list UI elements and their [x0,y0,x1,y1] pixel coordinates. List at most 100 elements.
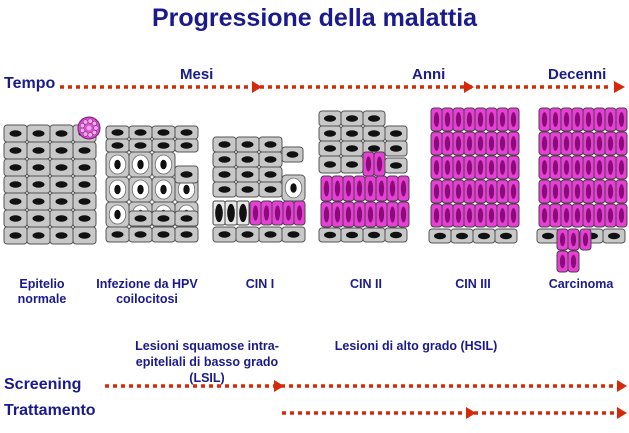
time-axis-label: Tempo [4,75,55,93]
carcinoma-cell-r4-c6-nucleus [608,208,613,223]
cin3-basal-cell-r0-c0-nucleus [434,233,446,239]
carcinoma-cell-r0-c1-nucleus [553,112,558,127]
cin3-lesion-r3-c6-nucleus [500,184,505,199]
carcinoma-cell-r2-c5-nucleus [597,160,602,175]
cin3-lesion-r0-c4-nucleus [478,112,483,127]
carcinoma-cell-r3-c5-nucleus [597,184,602,199]
normal-cell-r0-c0-nucleus [10,130,22,136]
cin3-lesion-r1-c3-nucleus [467,136,472,151]
cin2-lesion-r0-c3-nucleus [357,181,362,197]
hpv-basal-cell-r0-c1-nucleus [135,231,147,237]
time-arrow-head-2 [464,81,474,93]
cin2-top-cell-r2-c0-nucleus [324,145,336,151]
hpv-top-cell-r0-c1-nucleus [135,129,147,135]
cin2-top-cell-r0-c1-nucleus [346,115,358,121]
cin3-lesion-r3-c0-nucleus [434,184,439,199]
hpv-basal-cell-r0-c3-nucleus [181,231,193,237]
cin3-lesion-r2-c5-nucleus [489,160,494,175]
hpv-capsomer-7 [88,119,93,124]
cin1-mid-cell-r0-c2-nucleus [265,171,277,177]
cin2-mid-cell-r0-c0-nucleus [324,161,336,167]
cin3-lesion-r2-c6-nucleus [500,160,505,175]
carcinoma-cell-r1-c4-nucleus [586,136,591,151]
cin2-lesion-r1-c5-nucleus [379,207,384,223]
carcinoma-cell-r0-c2-nucleus [564,112,569,127]
normal-cell-r3-c3-nucleus [79,181,91,187]
time-mark-months: Mesi [180,66,213,83]
cin2-lesion-r1-c3-nucleus [357,207,362,223]
carcinoma-cell-r3-c3-nucleus [575,184,580,199]
cin3-basal-cell-r0-c3-nucleus [500,233,512,239]
cin2-basal-cell-r0-c3-nucleus [390,232,402,238]
cin3-lesion-r0-c0-nucleus [434,112,439,127]
carcinoma-cell-r3-c7-nucleus [619,184,624,199]
cin3-lesion-r1-c5-nucleus [489,136,494,151]
hpv-capsomer-6 [83,120,88,125]
cin2-lesion-r0-c0-nucleus [324,181,329,197]
low-grade-description: Lesioni squamose intra- epiteliali di ba… [112,338,302,386]
carcinoma-cell-r0-c6-nucleus [608,112,613,127]
cin2-lesion-r0-c1-nucleus [335,181,340,197]
cin3-lesion-r1-c7-nucleus [511,136,516,151]
time-mark-years: Anni [412,66,445,83]
carcinoma-cell-r2-c0-nucleus [542,160,547,175]
hpv-capsomer-1 [92,130,97,135]
cin2-top-cell-r0-c2-nucleus [368,115,380,121]
hpv-top-cell-r0-c0-nucleus [112,129,124,135]
carcinoma-cell-r0-c3-nucleus [575,112,580,127]
cin2-top-cell-r1-c0-nucleus [324,130,336,136]
cin2-basal-cell-r0-c0-nucleus [324,232,336,238]
cin3-lesion-r0-c5-nucleus [489,112,494,127]
cin3-lesion-r4-c7-nucleus [511,208,516,223]
cin1-top-cell-r0-c2-nucleus [265,141,277,147]
carcinoma-cell-r1-c7-nucleus [619,136,624,151]
normal-cell-r1-c1-nucleus [33,147,45,153]
normal-cell-r1-c3-nucleus [79,147,91,153]
cin3-basal-cell-r0-c1-nucleus [456,233,468,239]
cin1-mid-cell-r0-c0-nucleus [219,171,231,177]
hpv-parabasal-cell-r0-c1-nucleus [158,215,170,221]
hpv-top-cell-r1-c1-nucleus [135,142,147,148]
normal-cell-r6-c1-nucleus [33,232,45,238]
carcinoma-cell-r0-c5-nucleus [597,112,602,127]
normal-cell-r3-c1-nucleus [33,181,45,187]
carcinoma-cell-r4-c4-nucleus [586,208,591,223]
diagram-title: Progressione della malattia [0,4,629,33]
cin2-upper-lesion-0-nucleus [366,156,371,171]
stage-label-normal-line2: normale [4,292,80,307]
koilocyte-r1-c3-nucleus [183,185,189,195]
hpv-capsomer-0 [94,126,99,131]
hpv-basal-cell-r0-c2-nucleus [158,231,170,237]
carcinoma-cell-r2-c3-nucleus [575,160,580,175]
cin3-lesion-r0-c7-nucleus [511,112,516,127]
carcinoma-cell-r0-c4-nucleus [586,112,591,127]
carcinoma-cell-r3-c4-nucleus [586,184,591,199]
cin1-mid-cell-r1-c2-nucleus [265,186,277,192]
cin1-basal-cell-r0-c1-nucleus [242,231,254,237]
normal-cell-r2-c2-nucleus [56,164,68,170]
cin1-top-cell-r1-c0-nucleus [219,156,231,162]
stage-label-hpv-line1: Infezione da HPV [92,277,202,292]
cin2-lesion-r0-c4-nucleus [368,181,373,197]
cin3-lesion-r4-c0-nucleus [434,208,439,223]
hpv-capsomer-center [87,126,92,131]
cin2-top-cell-r2-c2-nucleus [368,145,380,151]
treatment-arrow-head-2 [617,407,627,419]
carcinoma-cell-r3-c6-nucleus [608,184,613,199]
stage-label-normal-line1: Epitelio [4,277,80,292]
normal-cell-r1-c0-nucleus [10,147,22,153]
stage-label-cin3: CIN III [430,277,516,292]
high-grade-description: Lesioni di alto grado (HSIL) [326,338,506,354]
cin3-lesion-r4-c1-nucleus [445,208,450,223]
carcinoma-cell-r1-c3-nucleus [575,136,580,151]
cin3-lesion-r2-c0-nucleus [434,160,439,175]
cin1-top-cell-r1-c1-nucleus [242,156,254,162]
normal-cell-r3-c2-nucleus [56,181,68,187]
cin1-top-cell-r1-c2-nucleus [265,156,277,162]
cin1-dark-basal-2-nucleus [239,204,247,222]
treatment-arrow-head-1 [466,407,476,419]
cin2-basal-cell-r0-c2-nucleus [368,232,380,238]
normal-cell-r4-c0-nucleus [10,198,22,204]
cin1-top-right-cell-nucleus [287,151,299,157]
